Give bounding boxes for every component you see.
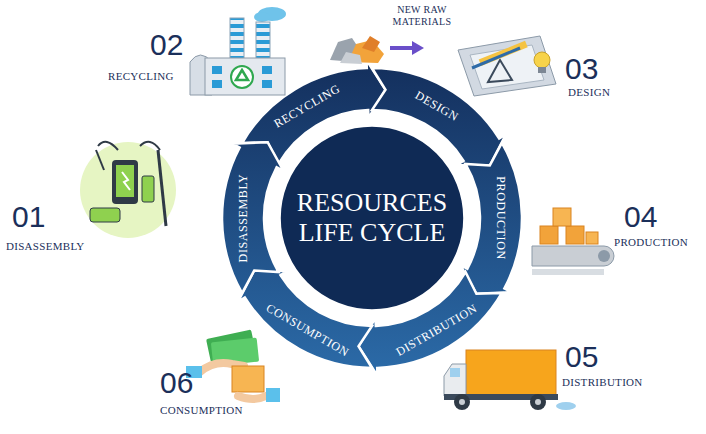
cycle-ring [222,60,522,376]
factory-icon [190,7,286,95]
center-title: RESOURCES LIFE CYCLE [292,188,452,248]
truck-icon [444,350,576,410]
blueprint-icon [458,36,556,96]
conveyor-icon [532,208,614,272]
callout-number: 04 [624,200,657,234]
stage-label: DESIGN [568,86,610,99]
callout-number: 05 [565,340,598,374]
ring-label: DISASSEMBLY [236,174,250,263]
disassembly-icon [80,142,176,238]
consumption-icon [186,329,280,402]
center-circle: RESOURCES LIFE CYCLE [276,122,468,314]
ring-label: PRODUCTION [494,176,508,259]
stage-label: CONSUMPTION [160,404,243,417]
flow-arrow [390,41,424,55]
callout-number: 02 [150,28,183,62]
callout-number: 03 [565,52,598,86]
raw-materials-icon [330,36,384,64]
stage-label: DISTRIBUTION [562,376,643,389]
ring-arrow [460,143,522,294]
stage-label: RECYCLING [108,70,174,83]
callout-number: 06 [160,366,193,400]
stage-label: PRODUCTION [614,236,688,249]
ring-arrow [222,142,284,293]
callout-number: 01 [12,200,45,234]
stage-label: DISASSEMBLY [6,240,85,253]
stage-label: NEW RAW MATERIALS [388,4,456,28]
